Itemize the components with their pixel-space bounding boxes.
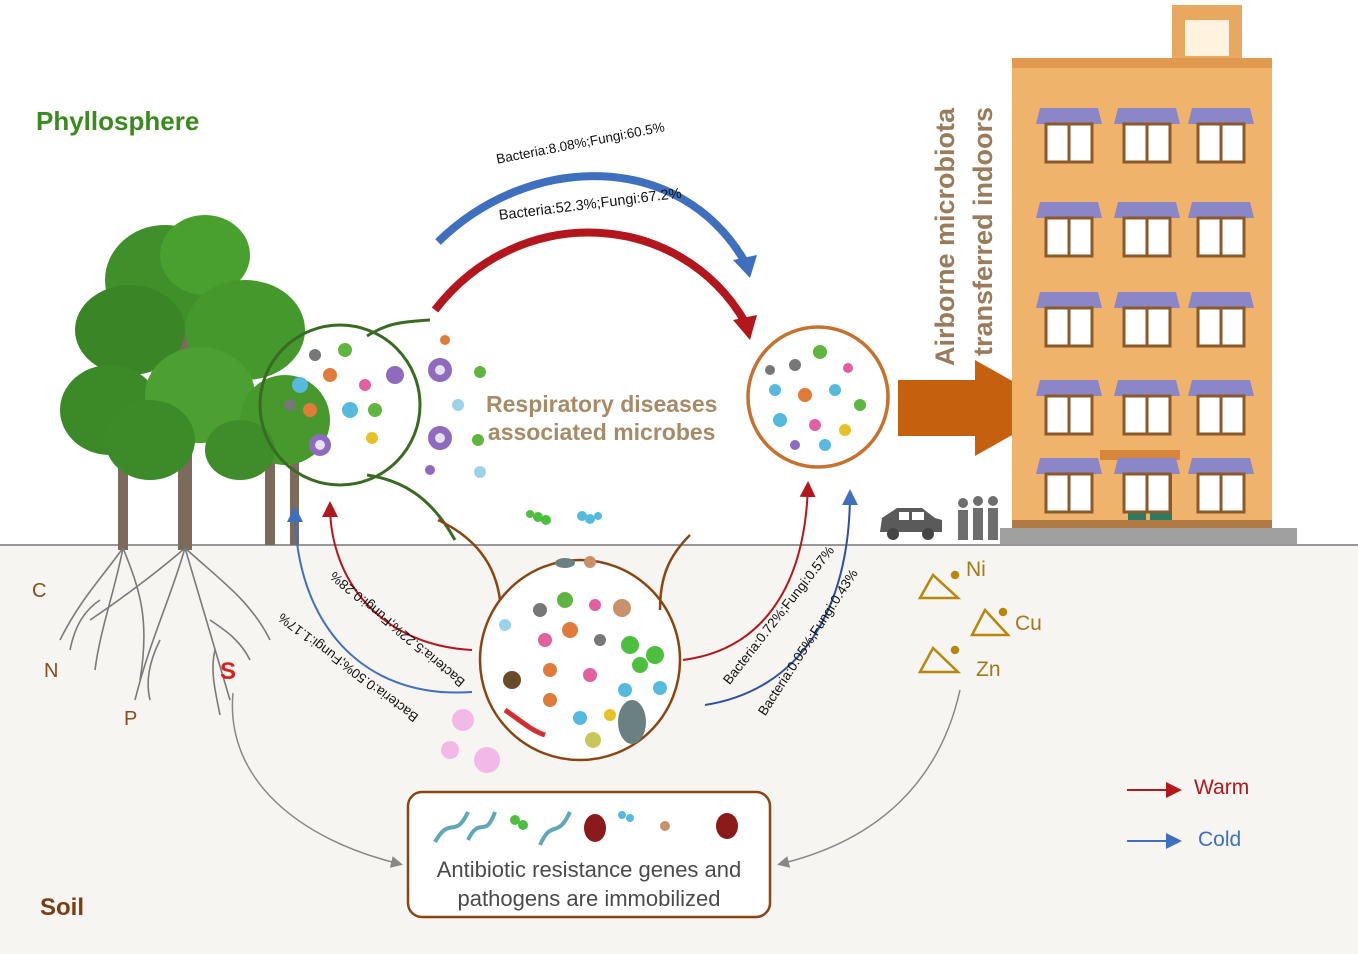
window-awning bbox=[1036, 458, 1102, 474]
immobilization-line1: Antibiotic resistance genes and bbox=[436, 857, 742, 882]
window-awning bbox=[1036, 292, 1102, 308]
respiratory-line2: associated microbes bbox=[487, 419, 716, 445]
microbe-icon bbox=[765, 345, 866, 451]
dna-icon bbox=[433, 811, 738, 846]
airborne-label: Airborne microbiota transferred indoors bbox=[930, 88, 1010, 378]
window-awning bbox=[1114, 458, 1180, 474]
arrow-soil-to-phyllo-cold bbox=[287, 506, 473, 694]
window-awning bbox=[1188, 458, 1254, 474]
window-awning bbox=[1114, 380, 1180, 396]
metal-cu: Cu bbox=[1015, 612, 1042, 635]
phyllosphere-microbe-circle bbox=[258, 323, 422, 487]
soil-label: Soil bbox=[40, 894, 85, 921]
respiratory-label: Respiratory diseases associated microbes bbox=[486, 390, 717, 446]
window-awning bbox=[1114, 202, 1180, 218]
airborne-line2: transferred indoors bbox=[968, 106, 998, 356]
window-awning bbox=[1188, 292, 1254, 308]
arrow-soil-to-indoor-cold bbox=[704, 489, 858, 706]
microbe-icon bbox=[441, 510, 602, 773]
car-icon bbox=[880, 508, 942, 540]
arrow-phyllo-to-indoor-cold bbox=[435, 172, 749, 265]
microbe-icon bbox=[499, 592, 667, 748]
arrow-metals-to-box bbox=[777, 689, 961, 868]
window-group bbox=[1036, 108, 1254, 514]
phyllosphere-label: Phyllosphere bbox=[36, 106, 200, 136]
element-s: S bbox=[220, 658, 237, 685]
legend-warm-label: Warm bbox=[1194, 776, 1250, 799]
window-awning bbox=[1114, 108, 1180, 124]
immobilization-box bbox=[406, 790, 772, 919]
window-awning bbox=[1114, 292, 1180, 308]
legend-cold-label: Cold bbox=[1198, 828, 1242, 851]
element-n: N bbox=[44, 660, 59, 682]
roots-icon bbox=[59, 547, 271, 716]
window-awning bbox=[1036, 380, 1102, 396]
respiratory-line1: Respiratory diseases bbox=[486, 391, 718, 417]
window-awning bbox=[1188, 380, 1254, 396]
element-p: P bbox=[124, 708, 138, 730]
window-awning bbox=[1036, 108, 1102, 124]
metal-zn: Zn bbox=[976, 658, 1001, 681]
element-c: C bbox=[32, 580, 47, 602]
metal-ni: Ni bbox=[966, 558, 986, 581]
window-awning bbox=[1188, 108, 1254, 124]
big-transfer-arrow bbox=[898, 360, 1060, 456]
arrow-soil-to-phyllo-warm bbox=[322, 501, 473, 651]
window-awning bbox=[1188, 202, 1254, 218]
arrow-roots-to-box bbox=[231, 692, 403, 868]
arrow-phyllo-to-indoor-warm bbox=[431, 228, 749, 325]
mineral-icon bbox=[917, 570, 1011, 674]
airborne-line1: Airborne microbiota bbox=[930, 107, 960, 366]
indoor-microbe-circle bbox=[746, 325, 890, 469]
people-icon bbox=[958, 496, 998, 540]
microbe-icon bbox=[284, 335, 486, 478]
window-awning bbox=[1036, 202, 1102, 218]
immobilization-text: Antibiotic resistance genes and pathogen… bbox=[410, 855, 768, 913]
tree-icon bbox=[60, 215, 330, 550]
arrow-soil-to-indoor-warm bbox=[682, 481, 816, 661]
immobilization-line2: pathogens are immobilized bbox=[457, 886, 721, 911]
